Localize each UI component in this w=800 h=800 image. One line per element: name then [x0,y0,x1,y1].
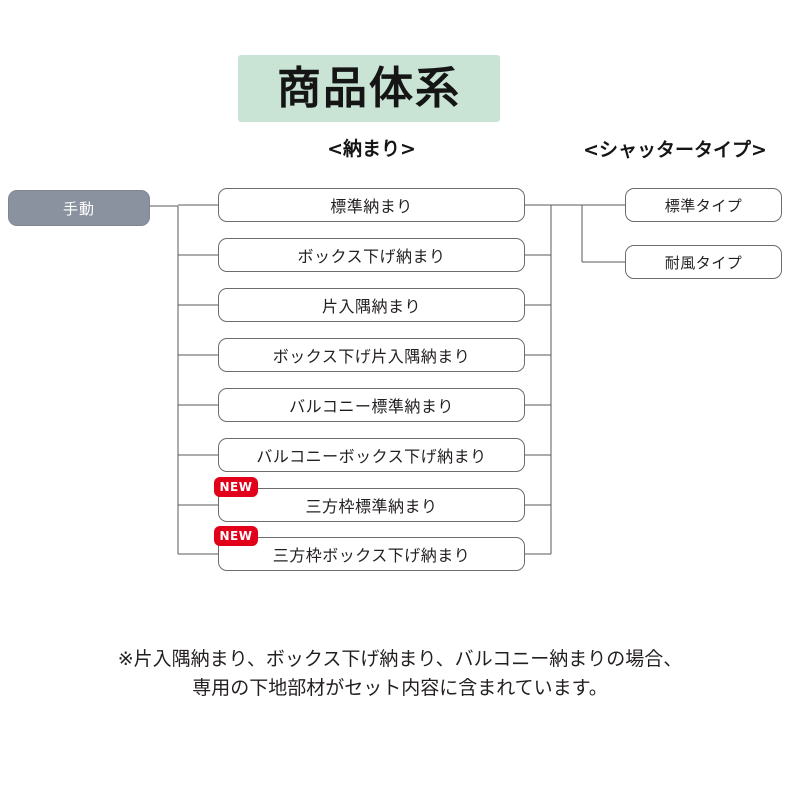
node-osamari-4[interactable]: ボックス下げ片入隅納まり [218,338,525,372]
node-label: 標準納まり [330,197,413,216]
node-osamari-6[interactable]: バルコニーボックス下げ納まり [218,438,525,472]
node-osamari-1[interactable]: 標準納まり [218,188,525,222]
node-label: バルコニーボックス下げ納まり [256,447,487,466]
page-title: 商品体系 [277,62,461,114]
node-label: 片入隅納まり [321,297,421,316]
node-osamari-2[interactable]: ボックス下げ納まり [218,238,525,272]
node-osamari-3[interactable]: 片入隅納まり [218,288,525,322]
footnote: ※片入隅納まり、ボックス下げ納まり、バルコニー納まりの場合、 専用の下地部材がセ… [60,645,740,704]
page-title-banner: 商品体系 [238,55,500,122]
node-label: 三方枠ボックス下げ納まり [272,546,471,565]
node-osamari-8[interactable]: 三方枠ボックス下げ納まり [218,537,525,571]
node-osamari-7[interactable]: 三方枠標準納まり [218,488,525,522]
column-header-osamari: <納まり> [327,138,416,160]
node-label: 耐風タイプ [664,253,743,272]
node-label: ボックス下げ納まり [297,247,446,266]
footnote-line-1: ※片入隅納まり、ボックス下げ納まり、バルコニー納まりの場合、 [117,648,683,670]
new-badge-osamari-7: NEW [214,477,258,497]
node-shutter-1[interactable]: 標準タイプ [625,188,782,222]
new-badge-label: NEW [219,529,253,543]
node-label: バルコニー標準納まり [289,397,454,416]
column-header-shutter: <シャッタータイプ> [583,139,767,161]
new-badge-label: NEW [219,480,253,494]
new-badge-osamari-8: NEW [214,526,258,546]
footnote-line-2: 専用の下地部材がセット内容に含まれています。 [192,677,608,700]
node-shutter-2[interactable]: 耐風タイプ [625,245,782,279]
node-label: 標準タイプ [664,196,743,215]
root-node-manual[interactable]: 手動 [8,190,150,226]
node-osamari-5[interactable]: バルコニー標準納まり [218,388,525,422]
node-label: 三方枠標準納まり [305,497,438,516]
root-node-label: 手動 [62,199,95,218]
node-label: ボックス下げ片入隅納まり [272,347,471,366]
